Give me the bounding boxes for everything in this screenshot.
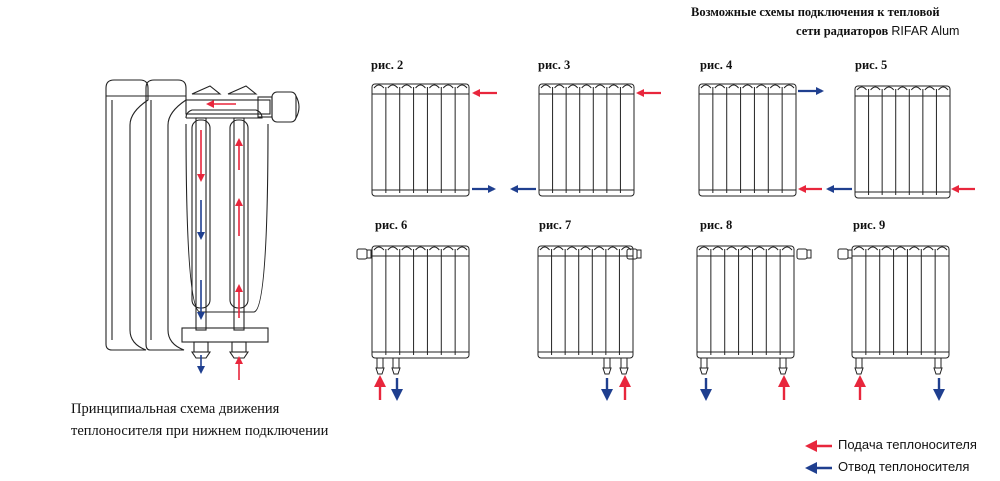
title-line-2: сети радиаторов RIFAR Alum bbox=[796, 24, 959, 39]
legend-supply-label: Подача теплоносителя bbox=[838, 437, 977, 452]
title-line-2-main: сети радиаторов bbox=[796, 24, 889, 38]
caption-line-1: Принципиальная схема движения bbox=[71, 401, 280, 417]
fig-label-7: рис. 7 bbox=[539, 218, 572, 232]
legend-arrows bbox=[805, 440, 832, 474]
radiator-fig-4 bbox=[698, 83, 824, 197]
legend-return-label: Отвод теплоносителя bbox=[838, 459, 970, 474]
title-line-1: Возможные схемы подключения к тепловой bbox=[691, 5, 940, 19]
radiator-fig-2 bbox=[371, 83, 497, 197]
radiator-fig-3 bbox=[510, 83, 661, 197]
radiator-fig-6 bbox=[356, 245, 470, 401]
fig-label-5: рис. 5 bbox=[855, 58, 888, 72]
fig-label-4: рис. 4 bbox=[700, 58, 733, 72]
radiator-fig-8 bbox=[696, 245, 812, 401]
principal-flow-diagram bbox=[105, 79, 300, 359]
fig-label-8: рис. 8 bbox=[700, 218, 733, 232]
principal-flow-arrows bbox=[197, 100, 243, 380]
caption-line-2: теплоносителя при нижнем подключении bbox=[71, 423, 329, 439]
radiator-fig-9 bbox=[837, 245, 950, 401]
title-brand: RIFAR Alum bbox=[891, 24, 960, 38]
radiator-fig-7 bbox=[537, 245, 642, 401]
fig-label-3: рис. 3 bbox=[538, 58, 571, 72]
fig-label-2: рис. 2 bbox=[371, 58, 404, 72]
fig-label-6: рис. 6 bbox=[375, 218, 408, 232]
fig-label-9: рис. 9 bbox=[853, 218, 886, 232]
radiator-fig-5 bbox=[826, 85, 975, 199]
